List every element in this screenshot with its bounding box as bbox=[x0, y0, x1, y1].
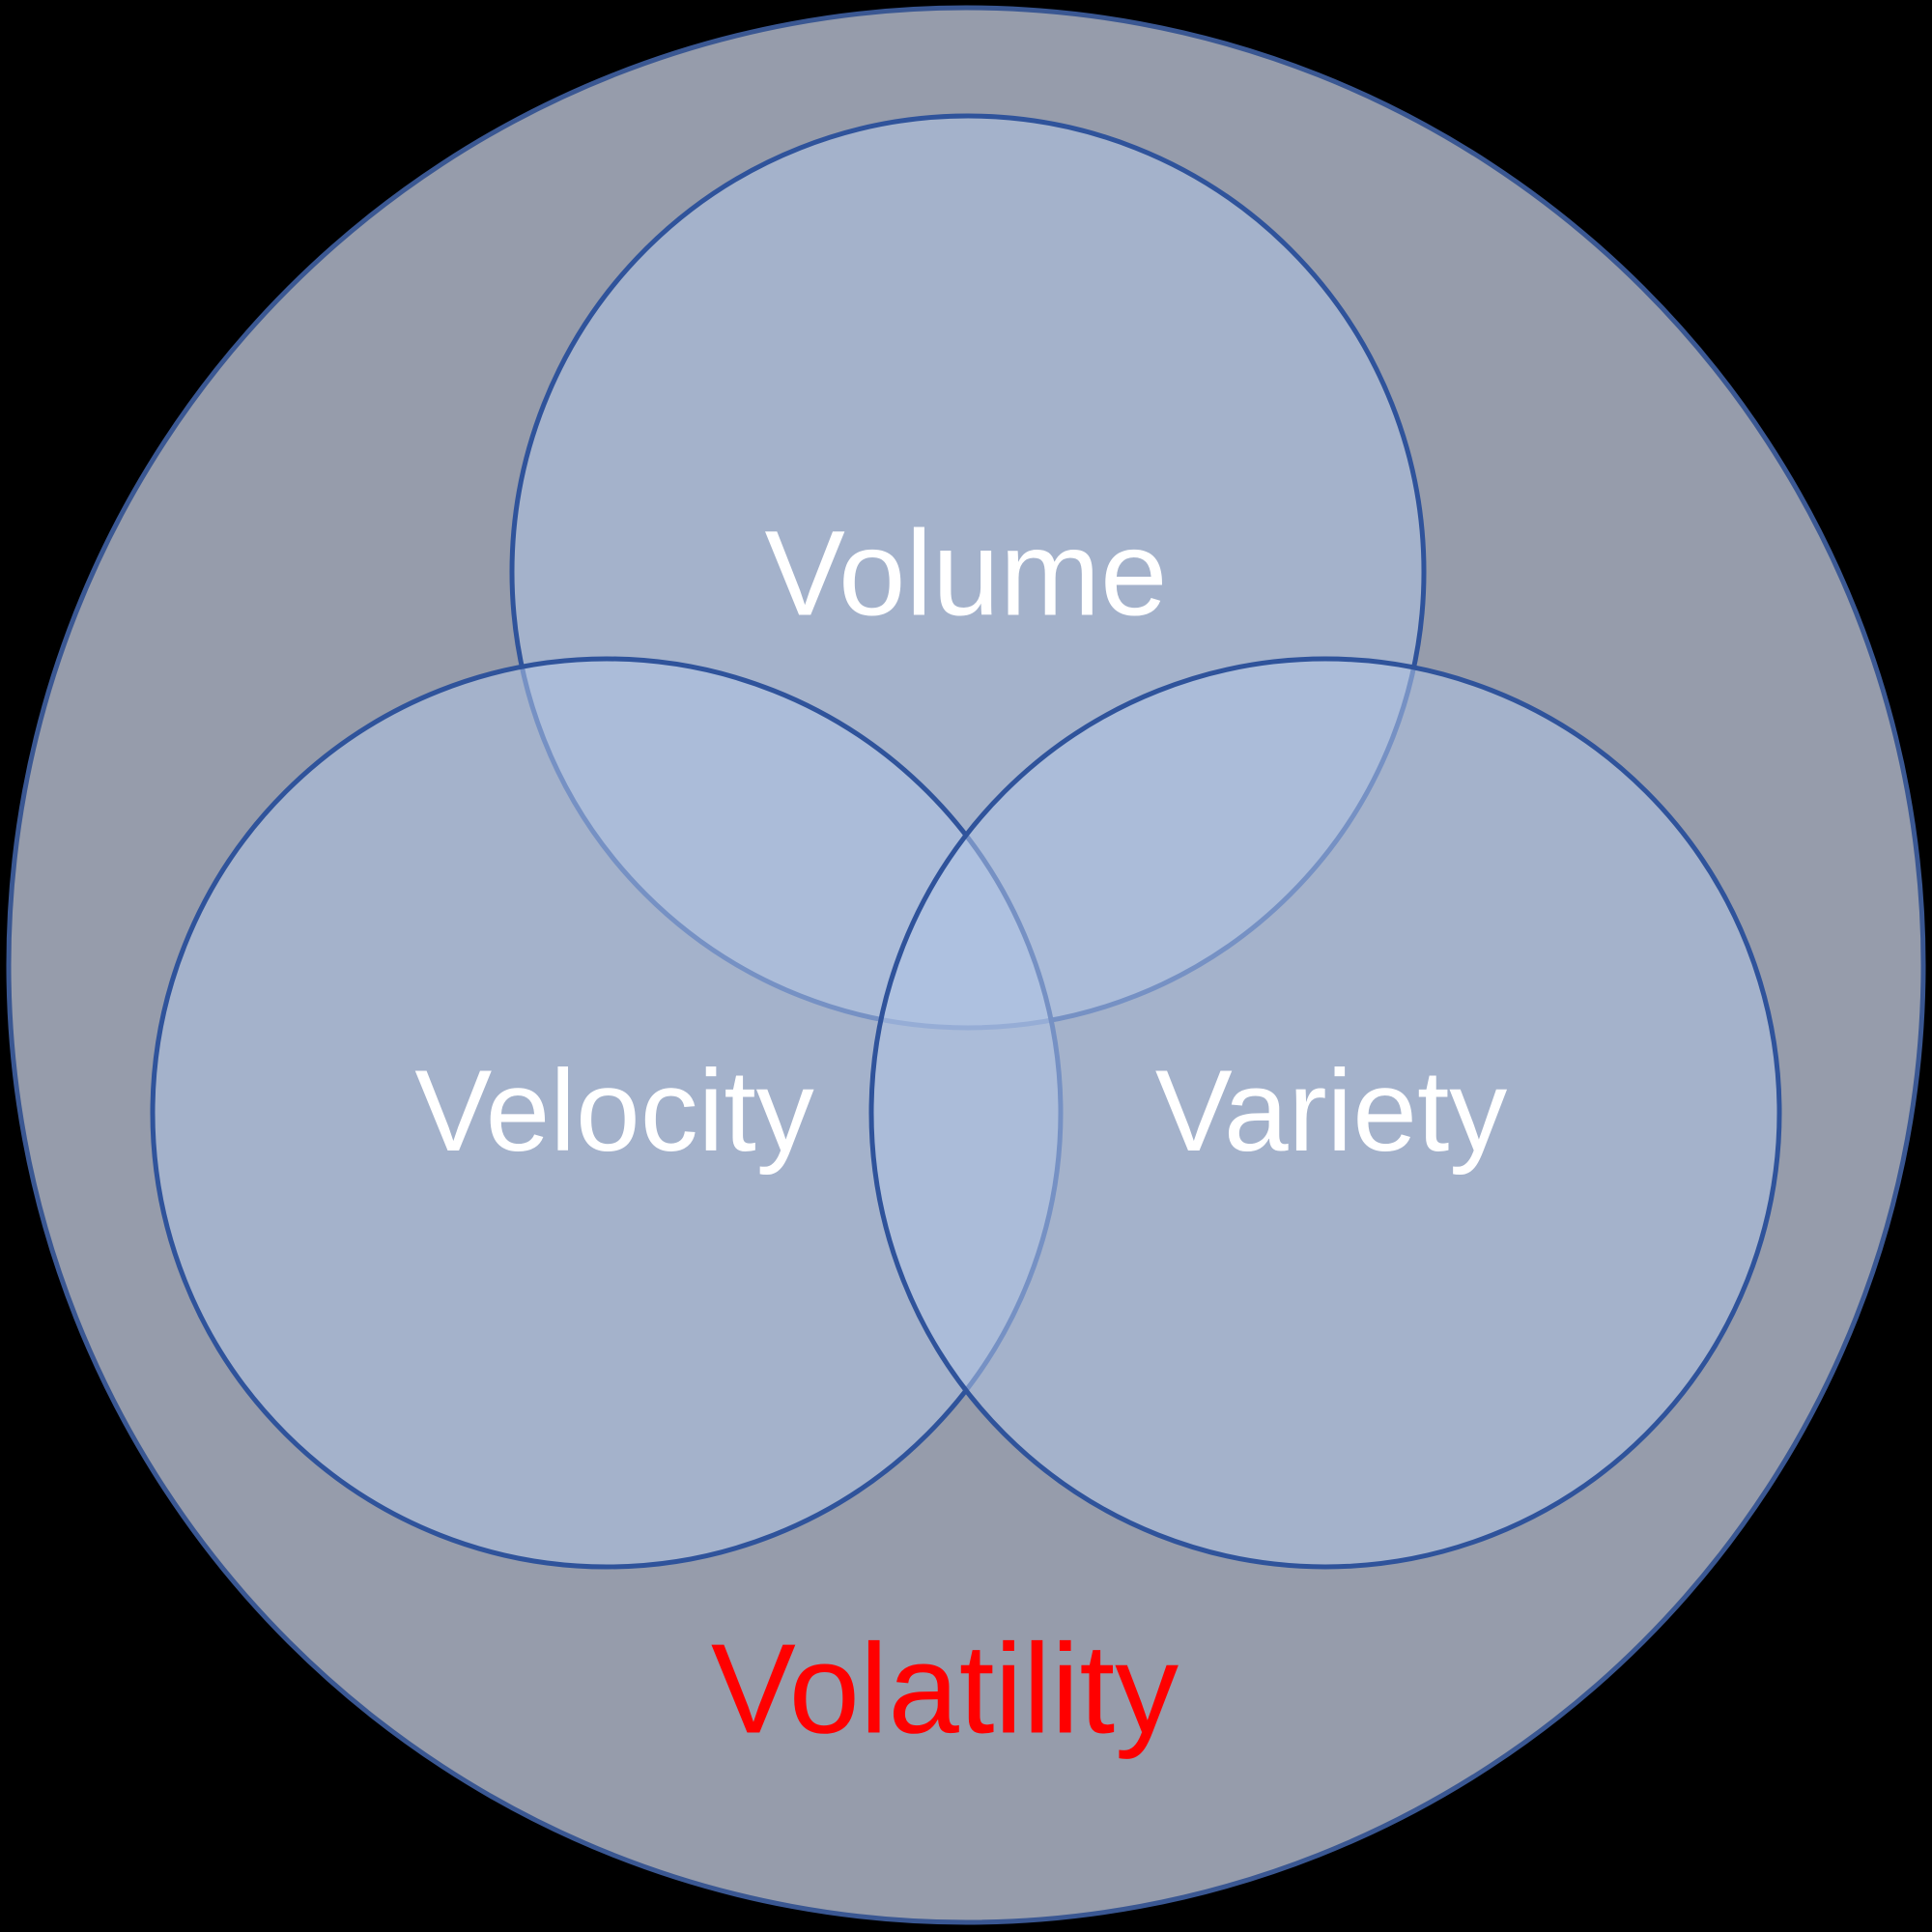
volatility-label: Volatility bbox=[710, 1617, 1179, 1760]
velocity-label: Velocity bbox=[414, 1046, 814, 1176]
variety-circle bbox=[868, 656, 1782, 1570]
variety-label: Variety bbox=[1154, 1046, 1508, 1176]
volume-label: Volume bbox=[764, 506, 1168, 641]
